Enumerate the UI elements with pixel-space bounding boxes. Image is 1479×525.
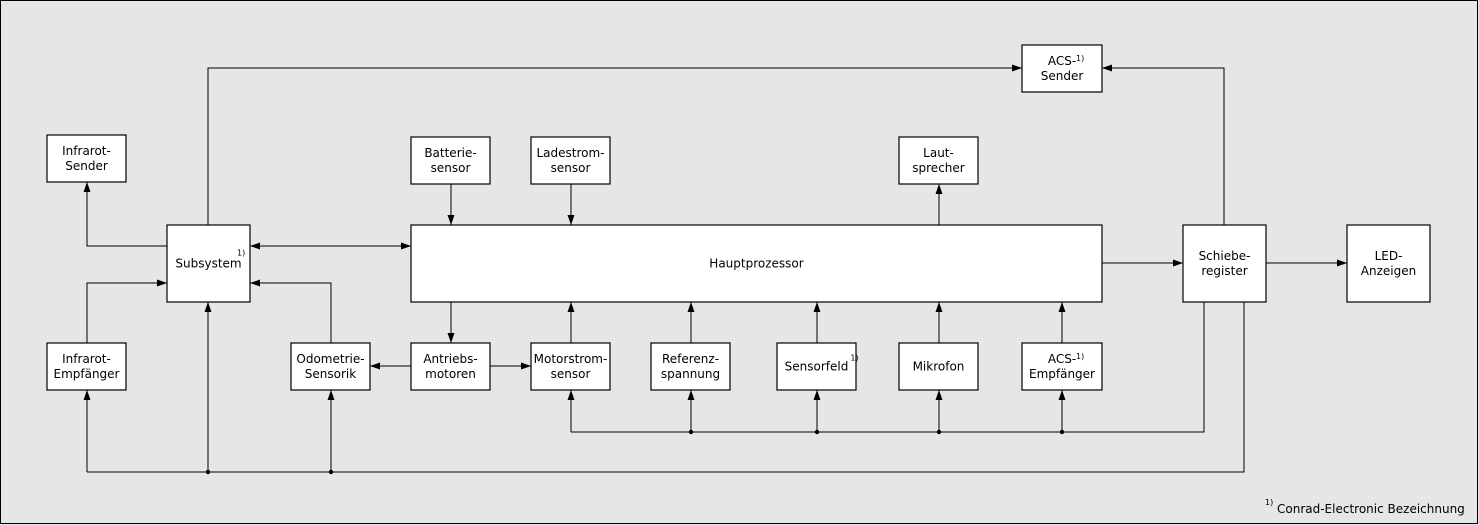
block-odometrie-sensorik-box [290,342,371,391]
block-lautsprecher-box [898,136,979,185]
wire-schieberegister-to-acs-sender [1102,64,1225,225]
block-lautsprecher-label-1: sprecher [912,161,965,175]
block-batteriesensor-label-1: sensor [431,161,471,175]
block-acs-empfaenger-label-1: Empfänger [1029,367,1095,381]
block-batteriesensor-label-0: Batterie- [424,146,476,160]
wire-subsystem-to-acs-sender [207,64,1022,225]
block-infrarot-sender-label-0: Infrarot- [62,144,111,158]
block-infrarot-empfaenger: Infrarot-Empfänger [46,342,127,391]
block-infrarot-empfaenger-label-0: Infrarot- [62,352,111,366]
block-infrarot-empfaenger-box [46,342,127,391]
block-motorstromsensor: Motorstrom-sensor [530,342,611,391]
wire-subsystem-to-infrarot-sender [83,182,167,247]
block-antriebsmotoren: Antriebs-motoren [410,342,491,391]
wire-infrarot-empfaenger-to-subsystem [86,279,167,343]
wire-bus-inner [571,302,1205,433]
block-acs-empfaenger-label-0: ACS- [1048,352,1076,366]
block-odometrie-sensorik: Odometrie-Sensorik [290,342,371,391]
block-acs-empfaenger: ACS-Empfänger 1) [1021,342,1103,391]
block-odometrie-sensorik-label-1: Sensorik [305,367,356,381]
block-motorstromsensor-label-0: Motorstrom- [534,352,608,366]
block-schieberegister-box [1182,224,1267,303]
block-led-anzeigen-label-0: LED- [1375,249,1403,263]
wire-bus-outer [87,302,1245,473]
block-sensorfeld-footnote-mark: 1) [850,354,858,363]
block-lautsprecher-label-0: Laut- [923,146,954,160]
block-schieberegister: Schiebe-register [1182,224,1267,303]
block-subsystem-footnote-mark: 1) [237,249,245,258]
footnote-mark: 1) [1265,498,1273,507]
blocks: ACS-Sender1)Infrarot-SenderBatterie-sens… [46,44,1431,391]
block-batteriesensor-box [410,136,491,185]
block-acs-sender-box [1021,44,1103,93]
block-sensorfeld-label-0: Sensorfeld [785,360,849,374]
block-acs-sender-footnote-mark: 1) [1076,54,1084,63]
junction-dot [205,469,211,475]
block-hauptprozessor-box [410,224,1103,303]
block-batteriesensor: Batterie-sensor [410,136,491,185]
block-led-anzeigen: LED-Anzeigen [1346,224,1431,303]
junction-dot [1059,429,1065,435]
block-odometrie-sensorik-label-0: Odometrie- [296,352,364,366]
block-hauptprozessor-label-0: Hauptprozessor [709,257,803,271]
block-acs-sender-label-0: ACS- [1048,54,1076,68]
junction-dot [814,429,820,435]
block-antriebsmotoren-label-1: motoren [425,367,476,381]
block-antriebsmotoren-box [410,342,491,391]
block-acs-sender: ACS-Sender 1) [1021,44,1103,93]
connections [83,64,1347,475]
block-ladestromsensor-box [530,136,611,185]
block-acs-empfaenger-box [1021,342,1103,391]
block-ladestromsensor-label-0: Ladestrom- [536,146,604,160]
block-infrarot-sender-box [46,134,127,183]
block-led-anzeigen-label-1: Anzeigen [1361,264,1416,278]
block-antriebsmotoren-label-0: Antriebs- [423,352,477,366]
block-subsystem-label-0: Subsystem [175,257,241,271]
block-hauptprozessor: Hauptprozessor [410,224,1103,303]
block-referenzspannung-box [650,342,731,391]
block-ladestromsensor: Ladestrom-sensor [530,136,611,185]
block-mikrofon-label-0: Mikrofon [913,360,965,374]
block-led-anzeigen-box [1346,224,1431,303]
block-mikrofon-box [898,342,979,391]
block-ladestromsensor-label-1: sensor [551,161,591,175]
junction-dot [936,429,942,435]
junction-dot [328,469,334,475]
block-subsystem-box [166,224,251,303]
block-infrarot-sender: Infrarot-Sender [46,134,127,183]
block-lautsprecher: Laut-sprecher [898,136,979,185]
footnote: 1) Conrad-Electronic Bezeichnung [1265,498,1465,516]
block-mikrofon: Mikrofon [898,342,979,391]
block-schieberegister-label-0: Schiebe- [1199,249,1251,263]
block-referenzspannung-label-0: Referenz- [662,352,719,366]
wire-odometrie-to-subsystem [250,279,332,343]
block-schieberegister-label-1: register [1201,264,1247,278]
block-sensorfeld-box [776,342,857,391]
block-infrarot-empfaenger-label-1: Empfänger [53,367,119,381]
block-infrarot-sender-label-1: Sender [65,159,108,173]
block-referenzspannung: Referenz-spannung [650,342,731,391]
junction-dot [688,429,694,435]
block-acs-empfaenger-footnote-mark: 1) [1076,352,1084,361]
block-acs-sender-label-1: Sender [1041,69,1084,83]
block-referenzspannung-label-1: spannung [661,367,720,381]
footnote-text: Conrad-Electronic Bezeichnung [1277,502,1465,516]
block-motorstromsensor-label-1: sensor [551,367,591,381]
block-motorstromsensor-box [530,342,611,391]
